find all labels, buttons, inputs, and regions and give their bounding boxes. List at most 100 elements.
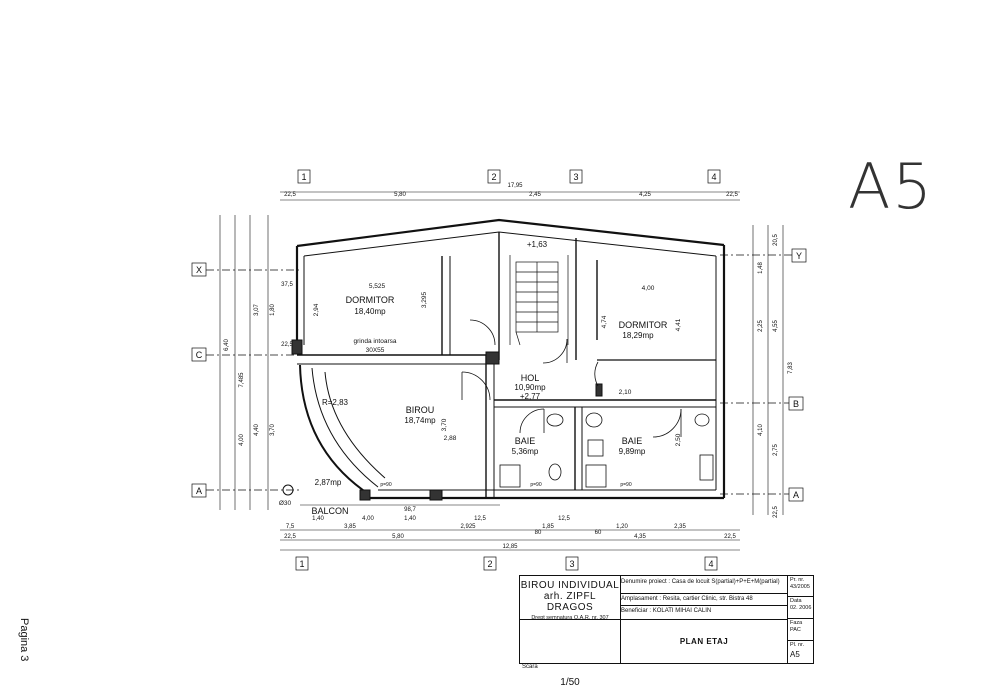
dim-bot-i: 60 [595, 530, 602, 536]
dim-right-v1: 1,48 [758, 262, 764, 274]
dim-bot-r7: 4,35 [634, 534, 646, 540]
meta-column: Pr. nr. 43/2005 Data 02. 2006 Faza PAC P… [787, 576, 814, 663]
dim-left-h7: 3,70 [270, 424, 276, 436]
grid-axes [191, 169, 807, 571]
dim-left-h4: 4,00 [239, 434, 245, 446]
room-hol-area: 10,90mp [514, 383, 546, 392]
beneficiary-row: Beneficiar : KOLATI MIHAI CALIN [621, 608, 787, 615]
dim-top-2: 5,80 [394, 192, 406, 198]
note-3295: 3,295 [421, 291, 428, 308]
room-dormitor-2-area: 18,29mp [622, 331, 654, 340]
room-labels: DORMITOR 18,40mp DORMITOR 18,29mp BIROU … [311, 295, 667, 516]
dim-bot-r6: 5,80 [392, 534, 404, 540]
scale-value: 1/50 [560, 677, 580, 688]
note-beam-size: 30X55 [366, 347, 385, 354]
dim-bot-r1: 2,925 [460, 524, 476, 530]
dim-bot-g: 12,5 [558, 516, 570, 522]
dim-bot-c: 4,00 [362, 516, 374, 522]
dim-right-v8: 22,5 [773, 506, 779, 518]
office-name: BIROU INDIVIDUAL [520, 580, 620, 591]
note-radius: R=2,83 [322, 398, 349, 407]
note-441: 4,41 [675, 318, 682, 331]
dim-right-v4: 7,83 [788, 362, 794, 374]
room-hol-level: +2,77 [520, 392, 541, 401]
room-balcon-name: BALCON [311, 506, 348, 516]
room-dormitor-2-name: DORMITOR [619, 320, 668, 330]
columns [282, 339, 603, 501]
location-row: Amplasament : Resita, cartier Clinic, st… [621, 596, 787, 603]
note-210: 2,10 [619, 389, 632, 396]
axis-left-x: X [196, 265, 202, 275]
sheet-number: A5 [848, 150, 934, 223]
phase-value: PAC [790, 627, 801, 633]
location-value: Resita, cartier Clinic, str. Bistra 48 [662, 596, 753, 602]
office-block: BIROU INDIVIDUAL arh. ZIPFL DRAGOS Drept… [520, 576, 621, 621]
dim-left-h6: 1,80 [270, 304, 276, 316]
dim-left-h8: 37,5 [281, 282, 293, 288]
dim-left-h3: 3,07 [254, 304, 260, 316]
room-baie-1-name: BAIE [515, 436, 536, 446]
note-294: 2,94 [313, 303, 320, 316]
dim-top-1: 22,5 [284, 192, 296, 198]
note-pillar: Ø30 [279, 500, 292, 507]
axis-top-2: 2 [491, 172, 496, 182]
phase-label: Faza [790, 620, 803, 626]
note-beam: grinda intoarsa [354, 338, 397, 345]
dim-bot-r3: 1,85 [542, 524, 554, 530]
room-birou-area: 18,74mp [404, 416, 436, 425]
project-label: Denumire proiect : [621, 579, 671, 585]
dim-bot-r4: 1,20 [616, 524, 628, 530]
note-288: 2,88 [444, 435, 457, 442]
axis-bot-4: 4 [708, 559, 713, 569]
title-block: BIROU INDIVIDUAL arh. ZIPFL DRAGOS Drept… [519, 575, 814, 688]
axis-bot-2: 2 [487, 559, 492, 569]
page-label: Pagina 3 [18, 618, 30, 662]
sheet-number-label: Pl. nr. [790, 642, 805, 648]
dim-bot-j: 22,5 [284, 534, 296, 540]
project-row: Denumire proiect : Casa de locuit S(part… [621, 579, 787, 586]
architect-name: arh. ZIPFL DRAGOS [543, 591, 597, 613]
note-p90-3: p=90 [620, 482, 631, 488]
dim-bot-r2: 3,85 [344, 524, 356, 530]
dimension-texts: 17,95 22,5 5,80 2,45 4,25 22,5 7,5 3,85 … [284, 183, 738, 550]
dim-bot-total: 12,85 [502, 544, 518, 550]
dim-right-v6: 2,75 [773, 444, 779, 456]
dim-bot-f: 12,5 [474, 516, 486, 522]
dim-bot-r5: 2,35 [674, 524, 686, 530]
room-balcon-area: 2,87mp [315, 478, 342, 487]
beneficiary-label: Beneficiar : [621, 608, 652, 614]
dim-left-h9: 22,5 [281, 342, 293, 348]
axis-right-a: A [793, 490, 799, 500]
room-hol-name: HOL [521, 373, 540, 383]
dim-bot-e: 1,40 [404, 516, 416, 522]
walls [295, 218, 726, 500]
project-number-label: Pr. nr. [790, 577, 805, 583]
dim-right-v7: 20,5 [773, 234, 779, 246]
note-5525: 5,525 [369, 283, 386, 290]
location-label: Amplasament : [621, 596, 662, 602]
date-label: Data [790, 598, 802, 604]
dim-top-5: 22,5 [726, 192, 738, 198]
bath-fixtures [499, 412, 714, 488]
dim-bot-b: 1,40 [312, 516, 324, 522]
dim-bot-a: 7,5 [286, 524, 295, 530]
dim-bot-h: 80 [535, 530, 542, 536]
beneficiary-value: KOLATI MIHAI CALIN [652, 608, 712, 614]
axis-right-b: B [793, 399, 799, 409]
project-number: 43/2005 [790, 584, 810, 590]
dimension-texts-vertical: 6,40 7,485 3,07 4,00 4,40 1,80 3,70 37,5… [224, 234, 794, 518]
note-400: 4,00 [642, 285, 655, 292]
plan-title: PLAN ETAJ [621, 619, 787, 664]
dim-top-4: 4,25 [639, 192, 651, 198]
dim-top-total: 17,95 [507, 183, 523, 189]
room-dormitor-1-name: DORMITOR [346, 295, 395, 305]
axis-top-4: 4 [711, 172, 716, 182]
note-474: 4,74 [601, 315, 608, 328]
scale-label: Scara [522, 664, 538, 670]
axis-top-3: 3 [573, 172, 578, 182]
plan-notes: +1,63 grinda intoarsa 30X55 R=2,83 Ø30 p… [279, 240, 682, 507]
axis-right-y: Y [796, 251, 802, 261]
dim-top-3: 2,45 [529, 192, 541, 198]
axis-bot-1: 1 [299, 559, 304, 569]
